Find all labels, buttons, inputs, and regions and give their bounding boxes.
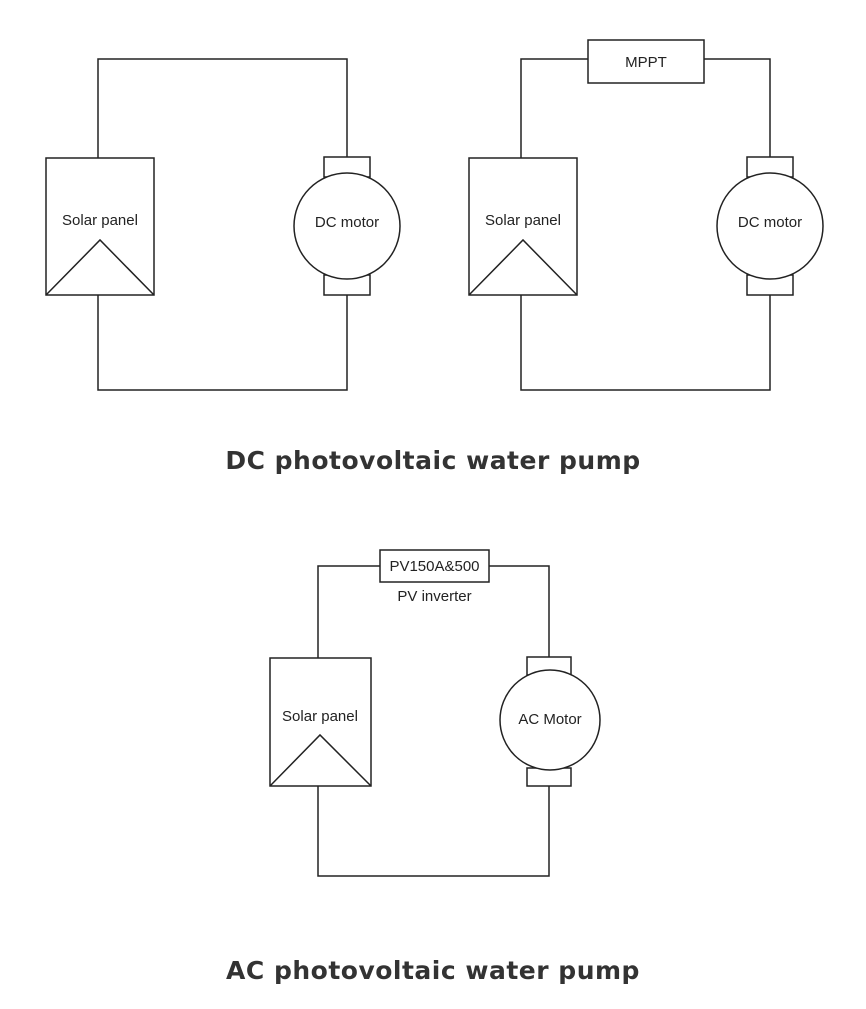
solar-panel-icon	[45, 238, 155, 296]
ac-motor-label: AC Motor	[518, 711, 581, 728]
motor-body	[499, 669, 601, 771]
dc-motor-label: DC motor	[738, 214, 802, 231]
inverter-caption: PV inverter	[397, 588, 471, 605]
wire-bottom	[317, 786, 550, 877]
solar-panel-label: Solar panel	[62, 212, 138, 229]
wire-top-left	[520, 58, 588, 158]
solar-panel: Solar panel	[45, 157, 155, 296]
motor-body	[293, 172, 401, 280]
ac-circuit: PV150A&500 PV inverter Solar panel AC Mo…	[269, 549, 601, 877]
ac-motor: AC Motor	[499, 656, 601, 787]
dc-direct-circuit: Solar panel DC motor	[45, 58, 401, 391]
solar-panel-label: Solar panel	[282, 708, 358, 725]
wire-bottom	[97, 295, 348, 391]
dc-motor: DC motor	[716, 156, 824, 296]
motor-body	[716, 172, 824, 280]
solar-panel-icon	[269, 733, 372, 787]
solar-panel: Solar panel	[269, 657, 372, 787]
dc-motor-label: DC motor	[315, 214, 379, 231]
ac-section-title: AC photovoltaic water pump	[226, 956, 640, 985]
mppt-controller: MPPT	[587, 39, 705, 84]
dc-motor: DC motor	[293, 156, 401, 296]
wire-top-right	[489, 565, 550, 657]
wire-top-left	[317, 565, 380, 658]
solar-panel-icon	[468, 238, 578, 296]
solar-panel: Solar panel	[468, 157, 578, 296]
wire-top-right	[704, 58, 771, 157]
dc-mppt-circuit: MPPT Solar panel DC motor	[468, 39, 824, 391]
dc-section-title: DC photovoltaic water pump	[225, 446, 640, 475]
solar-panel-label: Solar panel	[485, 212, 561, 229]
inverter-model-label: PV150A&500	[389, 558, 479, 575]
wire-top	[97, 58, 348, 158]
mppt-label: MPPT	[625, 54, 667, 71]
wire-bottom	[520, 295, 771, 391]
pv-inverter: PV150A&500 PV inverter	[379, 549, 490, 605]
